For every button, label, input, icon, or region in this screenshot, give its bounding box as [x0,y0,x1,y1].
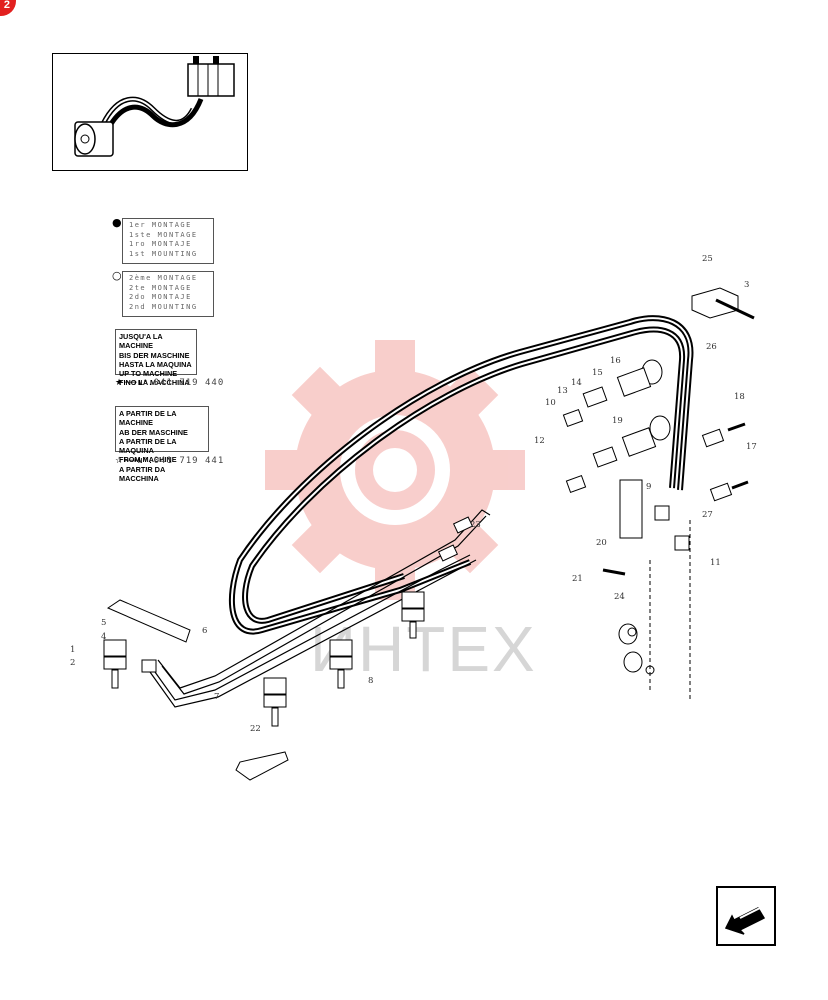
legend-line: A PARTIR DE LA MACHINE [119,409,177,428]
callout-label: 14 [571,378,582,388]
callout-label: 2 [70,658,76,668]
serial-code: 041 719 440 [153,378,225,388]
next-page-button[interactable] [716,886,776,946]
callout-label: 24 [614,592,625,602]
arrow-bar-icon: ⟼ [124,456,138,466]
callout-label: 6 [202,626,208,636]
legend-line: HASTA LA MAQUINA [119,359,192,369]
legend-up-to-machine: JUSQU'A LA MACHINE BIS DER MASCHINE HAST… [115,329,197,387]
legend-line: A PARTIR DE LA MAQUINA [119,436,177,456]
legend-line: 2do MONTAJE [129,293,192,301]
callout-label: 15 [592,368,603,378]
callout-label: 17 [746,442,757,452]
callout-label: 10 [545,398,556,408]
callout-label: 9 [646,482,652,492]
callout-label: 18 [734,392,745,402]
hollow-star-icon: ☆ [115,456,125,466]
serial-prefix: N°. [137,379,154,387]
legend-second-mounting: 2ème MONTAGE 2te MONTAGE 2do MONTAJE 2nd… [122,271,214,317]
legend-first-mounting: 1er MONTAGE 1ste MONTAGE 1ro MONTAJE 1st… [122,218,214,264]
callout-label: 13 [557,386,568,396]
legend-line: JUSQU'A LA MACHINE [119,332,163,351]
callout-label: 20 [596,538,607,548]
callout-label: 27 [702,510,713,520]
serial-prefix: N°. [137,457,154,465]
callout-label: 23 [470,520,481,530]
callout-label: 26 [706,342,717,352]
filled-circle-icon: ● [112,216,122,229]
serial-code: 041 719 441 [153,456,225,466]
up-to-serial: ★⟶N°.041 719 440 [115,378,224,388]
legend-line: UP TO MACHINE [119,369,178,379]
legend-line: 1er MONTAGE [129,221,192,229]
callout-label: 16 [610,356,621,366]
callout-label: 22 [250,724,261,734]
pump-overview-illustration [74,56,235,157]
legend-line: A PARTIR DA MACCHINA [119,464,165,484]
legend-line: 1ste MONTAGE [129,230,198,239]
legend-from-machine: A PARTIR DE LA MACHINE AB DER MASCHINE A… [115,406,209,483]
callout-label: 25 [702,254,713,264]
legend-line: FINO LA MACCHINA [119,378,190,388]
arrow-bar-icon: ⟶ [124,378,138,388]
legend-line: FROM MACHINE [119,455,177,465]
overview-inset [52,53,248,171]
callout-label: 5 [101,618,107,628]
legend-line: 1st MOUNTING [129,249,198,258]
filled-star-icon: ★ [115,378,125,388]
hollow-circle-icon: ○ [112,269,122,282]
legend-line: 2ème MONTAGE [129,274,198,282]
from-serial: ☆⟼N°.041 719 441 [115,456,224,466]
legend-line: 2te MONTAGE [129,283,192,292]
callout-label: 11 [710,558,721,568]
callout-label: 7 [214,692,220,702]
callout-label: 21 [572,574,583,584]
callout-label: 19 [612,416,623,426]
legend-line: BIS DER MASCHINE [119,350,190,360]
callout-label: 8 [368,676,374,686]
callout-label: 3 [744,280,750,290]
legend-line: 1ro MONTAJE [129,240,192,248]
callout-label: 4 [101,632,107,642]
callout-label: 12 [534,436,545,446]
next-page-arrow-icon [724,907,766,935]
legend-line: 2nd MOUNTING [129,302,198,311]
legend-line: AB DER MASCHINE [119,427,188,437]
callout-label: 1 [70,645,76,655]
